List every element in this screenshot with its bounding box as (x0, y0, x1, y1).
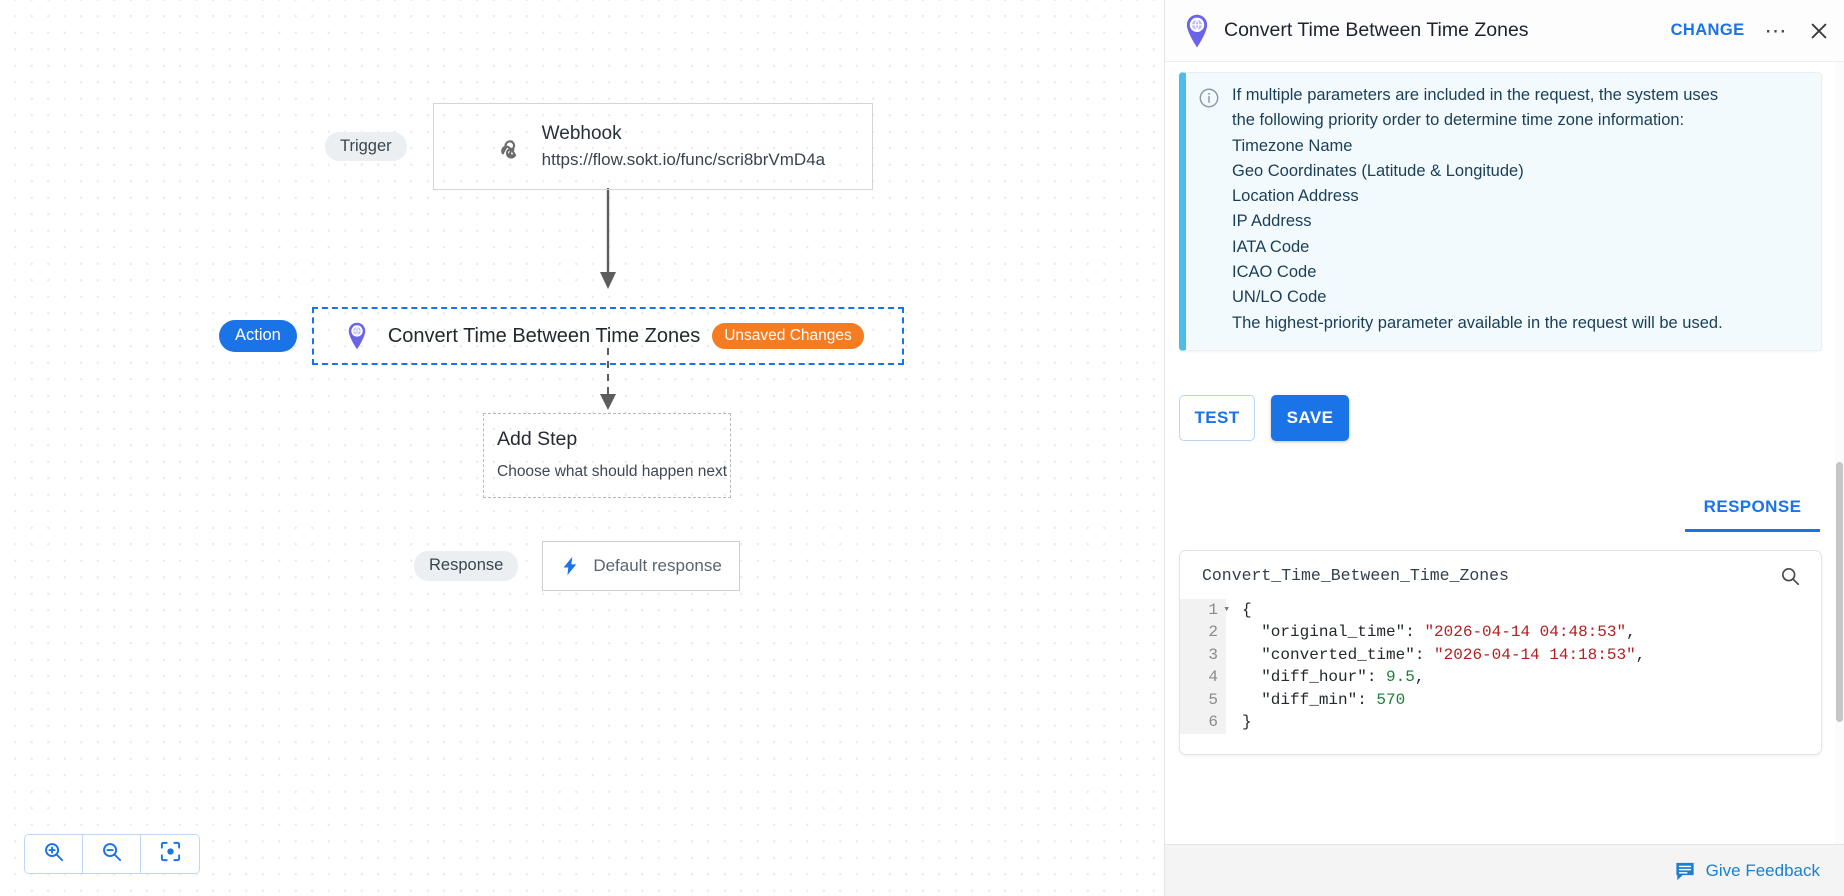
panel-scrollbar-thumb[interactable] (1836, 462, 1843, 722)
add-step-subtitle: Choose what should happen next (497, 463, 728, 481)
close-icon[interactable] (1808, 20, 1830, 42)
webhook-node-url: https://flow.sokt.io/func/scri8brVmD4a (541, 149, 826, 169)
info-line: Geo Coordinates (Latitude & Longitude) (1232, 161, 1524, 180)
info-line: ICAO Code (1232, 263, 1317, 282)
connector-action-to-addstep (600, 348, 616, 410)
json-code-line: "diff_min": 570 (1242, 690, 1406, 709)
action-node-row: Action Convert Time Between Time Zones U… (219, 307, 904, 365)
flow-canvas[interactable]: Trigger Webhook https://flow.sokt.io/fun… (0, 0, 1164, 896)
magnifier-minus-icon (100, 840, 123, 868)
response-output-card: Convert_Time_Between_Time_Zones 1▾ 2 3 4… (1179, 549, 1822, 755)
json-code-line: { (1242, 600, 1252, 619)
panel-header: Convert Time Between Time Zones CHANGE ⋯ (1165, 0, 1844, 62)
response-node-card[interactable]: Default response (542, 541, 741, 591)
priority-info-box: If multiple parameters are included in t… (1179, 72, 1822, 351)
line-number: 6 (1208, 713, 1218, 732)
info-line: the following priority order to determin… (1232, 111, 1685, 130)
zoom-out-button[interactable] (83, 835, 141, 873)
line-number: 3 (1208, 645, 1218, 664)
trigger-pill: Trigger (325, 131, 407, 162)
zoom-controls (24, 834, 200, 874)
line-number: 5 (1208, 690, 1218, 709)
json-code-line: } (1242, 713, 1252, 732)
collapse-caret-icon[interactable]: ▾ (1223, 603, 1230, 616)
json-code-line: "diff_hour": 9.5, (1242, 668, 1425, 687)
trigger-node-row: Trigger Webhook https://flow.sokt.io/fun… (325, 103, 873, 190)
connector-trigger-to-action (600, 188, 616, 289)
panel-scrollbar[interactable] (1835, 62, 1844, 844)
action-node-title: Convert Time Between Time Zones (387, 324, 701, 347)
info-line: IP Address (1232, 212, 1312, 231)
test-button[interactable]: TEST (1179, 394, 1255, 441)
line-number: 2 (1208, 623, 1218, 642)
chat-bubble-icon (1674, 861, 1696, 881)
panel-tabs: RESPONSE (1179, 497, 1822, 532)
map-pin-globe-icon (1183, 13, 1211, 49)
zoom-in-button[interactable] (25, 835, 83, 873)
fit-to-screen-button[interactable] (141, 835, 199, 873)
action-pill: Action (219, 320, 297, 352)
ellipsis-icon[interactable]: ⋯ (1764, 18, 1788, 43)
line-number-gutter: 1▾ 2 3 4 5 6 (1180, 598, 1230, 734)
panel-footer: Give Feedback (1165, 844, 1844, 896)
add-step-title: Add Step (497, 428, 578, 450)
info-line: IATA Code (1232, 237, 1310, 256)
webhook-node-card[interactable]: Webhook https://flow.sokt.io/func/scri8b… (432, 103, 873, 190)
give-feedback-label: Give Feedback (1705, 860, 1820, 880)
response-pill: Response (414, 551, 519, 581)
priority-info-lines: If multiple parameters are included in t… (1232, 83, 1723, 336)
response-card-title: Convert_Time_Between_Time_Zones (1202, 566, 1509, 586)
lightning-bolt-icon (559, 554, 581, 578)
tab-response[interactable]: RESPONSE (1685, 497, 1820, 532)
info-line: If multiple parameters are included in t… (1232, 86, 1719, 104)
map-pin-globe-icon (346, 321, 368, 351)
json-code-line: "original_time": "2026-04-14 04:48:53", (1242, 623, 1636, 642)
save-button[interactable]: SAVE (1271, 394, 1349, 441)
response-node-row: Response Default response (414, 541, 741, 591)
info-line: UN/LO Code (1232, 288, 1327, 307)
line-number: 4 (1208, 668, 1218, 687)
json-code-line: "converted_time": "2026-04-14 14:18:53", (1242, 645, 1646, 664)
add-step-node[interactable]: Add Step Choose what should happen next (483, 413, 731, 498)
info-circle-icon (1198, 83, 1232, 336)
panel-title: Convert Time Between Time Zones (1224, 19, 1529, 41)
change-button[interactable]: CHANGE (1670, 21, 1745, 39)
webhook-node-title: Webhook (541, 122, 622, 144)
webhook-icon (488, 132, 532, 162)
response-json-viewer[interactable]: 1▾ 2 3 4 5 6 { "original_time": "2026-04… (1180, 598, 1821, 734)
line-number: 1▾ (1194, 599, 1230, 622)
magnifier-plus-icon (42, 840, 65, 868)
action-buttons: TEST SAVE (1179, 394, 1822, 441)
info-line: Location Address (1232, 187, 1359, 206)
focus-target-icon (159, 840, 182, 868)
unsaved-changes-badge: Unsaved Changes (712, 322, 864, 350)
json-code-content: { "original_time": "2026-04-14 04:48:53"… (1226, 599, 1645, 734)
response-node-title: Default response (593, 556, 722, 575)
give-feedback-button[interactable]: Give Feedback (1674, 861, 1820, 881)
action-config-panel: Convert Time Between Time Zones CHANGE ⋯ (1164, 0, 1844, 896)
info-line: Timezone Name (1232, 136, 1353, 155)
search-icon[interactable] (1779, 565, 1801, 587)
panel-body: If multiple parameters are included in t… (1165, 62, 1844, 844)
response-card-header: Convert_Time_Between_Time_Zones (1180, 565, 1821, 587)
info-line: The highest-priority parameter available… (1232, 313, 1723, 332)
action-node-card[interactable]: Convert Time Between Time Zones Unsaved … (311, 307, 904, 365)
